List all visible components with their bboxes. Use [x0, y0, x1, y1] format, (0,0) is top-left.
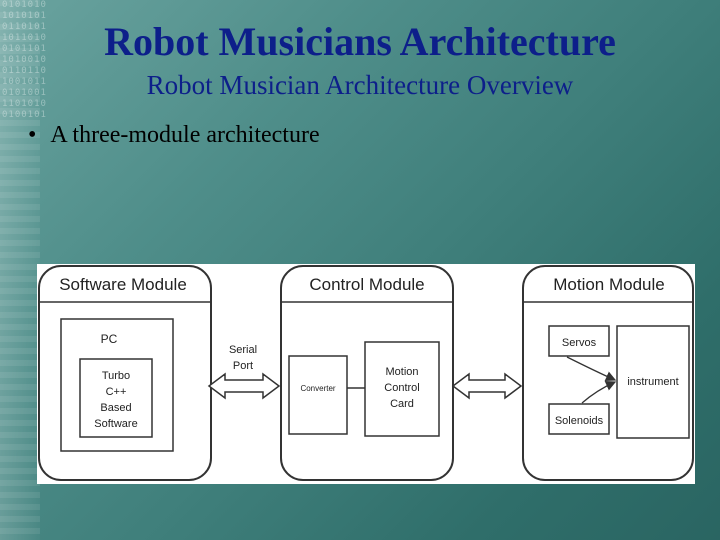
- control-motion-double-arrow: [451, 372, 523, 400]
- turbo-line-4: Software: [94, 418, 137, 430]
- binary-decoration: 0101010 1010101 0110101 1011010 0101101 …: [2, 0, 47, 120]
- solenoids-box: [548, 403, 610, 435]
- software-module-title: Software Module: [59, 275, 187, 294]
- motion-control-line-1: Motion: [385, 366, 418, 378]
- bullet-icon: •: [28, 122, 37, 148]
- motion-control-line-2: Control: [384, 382, 419, 394]
- turbo-software-box: [79, 358, 153, 438]
- decorative-strip: [0, 0, 40, 540]
- serial-port-line-2: Port: [233, 360, 253, 372]
- converter-box: [288, 355, 348, 435]
- serial-port-line-1: Serial: [229, 344, 257, 356]
- servos-label: Servos: [562, 337, 597, 349]
- instrument-box: [616, 325, 690, 439]
- bullet-text: A three-module architecture: [50, 122, 320, 148]
- bullet-item: • A three-module architecture: [28, 122, 320, 149]
- diagram-svg: Software Module PC Turbo C++ Based Softw…: [38, 265, 694, 481]
- turbo-line-1: Turbo: [102, 370, 130, 382]
- serial-double-arrow: [207, 372, 281, 400]
- motion-control-card-box: [364, 341, 440, 437]
- solenoids-label: Solenoids: [555, 415, 604, 427]
- architecture-diagram: Software Module PC Turbo C++ Based Softw…: [37, 264, 695, 484]
- turbo-line-2: C++: [106, 386, 127, 398]
- slide-title: Robot Musicians Architecture: [104, 19, 616, 64]
- turbo-line-3: Based: [100, 402, 131, 414]
- slide-subtitle: Robot Musician Architecture Overview: [146, 70, 574, 100]
- pc-label: PC: [101, 332, 118, 346]
- converter-label: Converter: [300, 384, 335, 393]
- instrument-label: instrument: [627, 376, 678, 388]
- servos-box: [548, 325, 610, 357]
- motion-control-line-3: Card: [390, 398, 414, 410]
- solenoids-to-instrument-arrow: [581, 380, 617, 404]
- servos-to-instrument-arrow: [566, 356, 617, 382]
- motion-module-title: Motion Module: [553, 275, 665, 294]
- control-module-title: Control Module: [309, 275, 424, 294]
